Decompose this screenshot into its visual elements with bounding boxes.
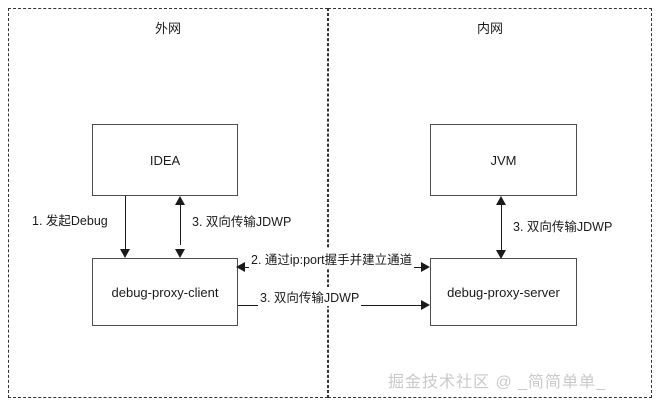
edge-handshake-arrowhead-right-icon [421, 262, 430, 272]
edge-idea-client-jdwp-line [180, 203, 181, 245]
node-idea[interactable]: IDEA [92, 124, 238, 196]
node-jvm[interactable]: JVM [430, 124, 577, 196]
edge-label-handshake: 2. 通过ip:port握手并建立通道 [249, 249, 415, 268]
edge-idea-client-jdwp-arrowhead-up-icon [175, 196, 185, 205]
edge-label-start-debug: 1. 发起Debug [30, 210, 110, 229]
edge-server-jvm-jdwp-arrowhead-up-icon [496, 196, 506, 205]
watermark-text: 掘金技术社区 @ _简简单单_ [388, 374, 606, 391]
edge-server-jvm-jdwp-arrowhead-down-icon [496, 250, 506, 259]
network-divider-line [328, 8, 329, 398]
zone-internal-network [328, 8, 652, 398]
node-debug-proxy-server[interactable]: debug-proxy-server [430, 258, 577, 326]
edge-server-jvm-jdwp-line [501, 203, 502, 251]
edge-handshake-arrowhead-left-icon [236, 262, 245, 272]
edge-client-server-jdwp-arrowhead-right-icon [421, 300, 430, 310]
node-debug-proxy-client[interactable]: debug-proxy-client [92, 258, 238, 326]
edge-label-idea-client-jdwp: 3. 双向传输JDWP [190, 211, 294, 230]
edge-idea-to-client-arrowhead-down-icon [120, 249, 130, 258]
zone-internal-network-label: 内网 [476, 21, 503, 36]
edge-label-server-jvm-jdwp: 3. 双向传输JDWP [511, 216, 615, 235]
edge-label-client-server-jdwp: 3. 双向传输JDWP [258, 287, 362, 306]
zone-external-network-label: 外网 [154, 21, 181, 36]
zone-external-network [8, 8, 328, 398]
edge-idea-to-client-line [125, 196, 126, 249]
edge-idea-client-jdwp-arrowhead-down-icon [175, 249, 185, 258]
